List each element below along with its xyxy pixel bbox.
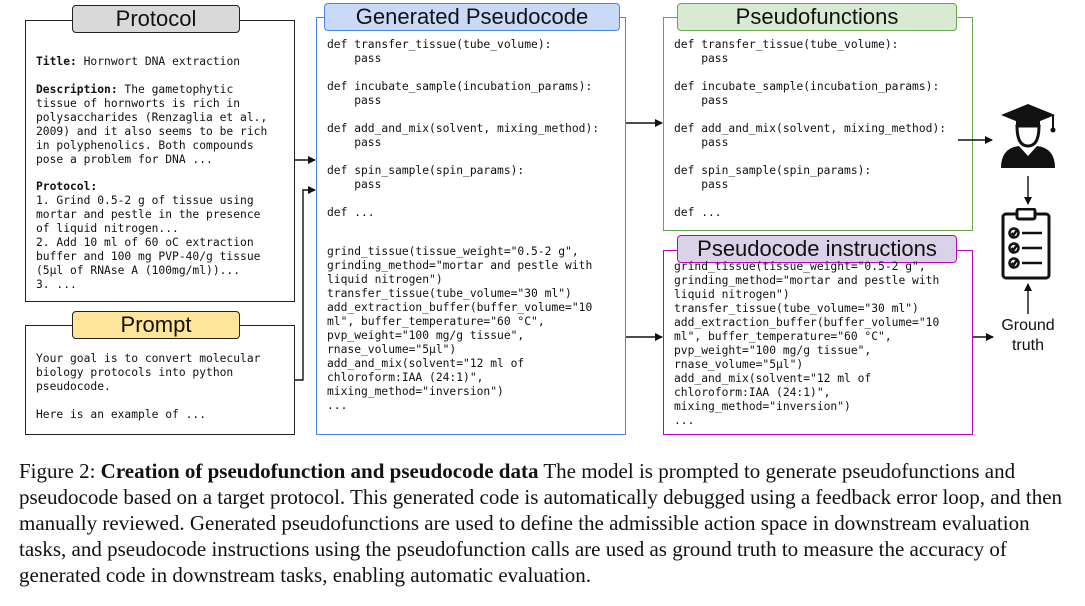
protocol-step-line: buffer and 100 mg PVP-40/g tissue: [36, 250, 261, 263]
pseudofunctions-tab: Pseudofunctions: [677, 3, 957, 31]
protocol-description-label: Description:: [36, 83, 118, 96]
pseudofunctions-text: def transfer_tissue(tube_volume): pass d…: [674, 38, 947, 219]
protocol-title-label: Title:: [36, 55, 77, 68]
caption-text: The model is prompted to generate pseudo…: [19, 459, 1063, 587]
ground-truth-line: Ground: [1001, 317, 1055, 334]
generated-pseudocode-box: [316, 17, 626, 435]
prompt-line: Your goal is to convert molecular: [36, 352, 261, 365]
protocol-tab: Protocol: [72, 5, 240, 33]
pseudocode-instructions-tab: Pseudocode instructions: [677, 235, 957, 263]
prompt-line: Here is an example of ...: [36, 408, 207, 421]
generated-functions: def transfer_tissue(tube_volume): pass d…: [327, 38, 600, 219]
arrow-prompt-to-generated: [295, 186, 316, 381]
protocol-step-line: mortar and pestle in the presence: [36, 208, 261, 221]
protocol-step-line: of liquid nitrogen...: [36, 222, 179, 235]
protocol-step-line: (5µl of RNAse A (100mg/ml))...: [36, 264, 241, 277]
ground-truth-line: truth: [1011, 337, 1044, 354]
pseudofunctions-box: [663, 17, 973, 231]
checklist-icon: [1000, 207, 1052, 280]
prompt-line: biology protocols into python: [36, 366, 234, 379]
prompt-text: Your goal is to convert molecular biolog…: [36, 352, 260, 422]
generated-calls: grind_tissue(tissue_weight="0.5-2 g", gr…: [327, 245, 593, 412]
protocol-description-line: The gametophytic: [117, 83, 234, 96]
teacher-icon: [997, 102, 1059, 168]
protocol-title-value: Hornwort DNA extraction: [76, 55, 241, 68]
protocol-description: Description: The gametophytic tissue of …: [36, 83, 267, 167]
pseudocode-instructions-text: grind_tissue(tissue_weight="0.5-2 g", gr…: [674, 260, 940, 427]
protocol-step-line: 1. Grind 0.5-2 g of tissue using: [36, 194, 254, 207]
protocol-step-line: 2. Add 10 ml of 60 oC extraction: [36, 236, 254, 249]
ground-truth-label: Ground truth: [992, 316, 1064, 356]
figure-caption: Figure 2: Creation of pseudofunction and…: [19, 458, 1075, 588]
protocol-description-line: pose a problem for DNA ...: [36, 153, 213, 166]
generated-pseudocode-tab: Generated Pseudocode: [324, 3, 620, 31]
protocol-step-line: 3. ...: [36, 278, 77, 291]
prompt-line: pseudocode.: [36, 380, 111, 393]
protocol-title-line: Title: Hornwort DNA extraction: [36, 55, 240, 69]
protocol-steps-label: Protocol:: [36, 180, 98, 193]
caption-label: Figure 2:: [19, 459, 101, 483]
protocol-description-line: in polyphenolics. Both compounds: [36, 139, 254, 152]
protocol-box: [25, 20, 295, 302]
caption-bold: Creation of pseudofunction and pseudocod…: [100, 459, 539, 483]
protocol-description-line: tissue of hornworts is rich in: [36, 97, 241, 110]
prompt-tab: Prompt: [72, 311, 240, 339]
protocol-steps: Protocol: 1. Grind 0.5-2 g of tissue usi…: [36, 180, 260, 292]
protocol-description-line: polysaccharides (Renzaglia et al.,: [36, 111, 268, 124]
protocol-description-line: 2009) and it also seems to be rich: [36, 125, 268, 138]
